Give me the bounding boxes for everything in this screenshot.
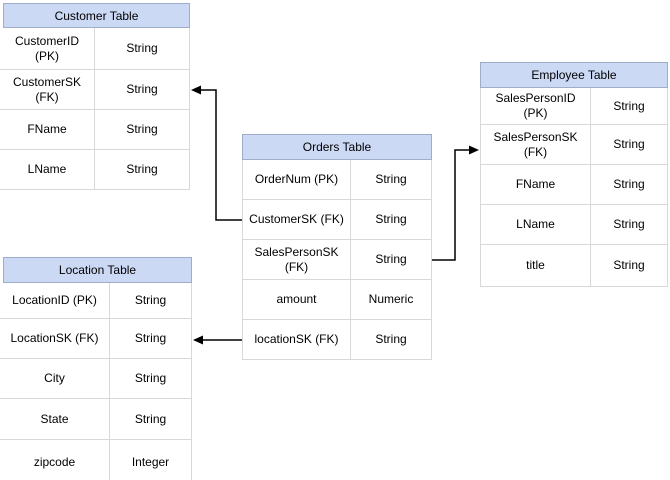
customer-table-title: Customer Table — [3, 3, 190, 28]
field-type: String — [613, 217, 645, 231]
field-name: CustomerID (PK) — [0, 28, 95, 69]
field-type: String — [126, 82, 158, 96]
arrow-orders-to-customer — [191, 85, 242, 221]
location-field-row: LocationID (PK) String — [0, 283, 191, 319]
field-type: String — [126, 162, 158, 176]
field-name: amount — [243, 280, 351, 319]
field-type: String — [613, 98, 645, 113]
employee-field-row: SalesPersonSK (FK) String — [481, 125, 667, 165]
location-field-row: LocationSK (FK) String — [0, 319, 191, 359]
field-name: City — [0, 359, 110, 398]
arrow-orders-to-employee — [432, 145, 479, 261]
field-name: OrderNum (PK) — [243, 160, 351, 199]
arrowhead-right-icon — [469, 145, 479, 155]
employee-field-row: SalesPersonID (PK) String — [481, 88, 667, 125]
orders-field-row: OrderNum (PK) String — [243, 160, 431, 200]
location-field-row: City String — [0, 359, 191, 399]
field-name: locationSK (FK) — [243, 320, 351, 359]
field-name: State — [0, 399, 110, 439]
customer-field-row: FName String — [0, 110, 189, 150]
orders-field-row: amount Numeric — [243, 280, 431, 320]
field-type: String — [375, 212, 407, 226]
employee-field-row: FName String — [481, 165, 667, 205]
field-type: String — [375, 332, 407, 346]
field-name: LName — [481, 205, 591, 244]
field-type: Numeric — [368, 292, 414, 306]
location-field-row: zipcode Integer — [0, 440, 191, 480]
field-type: String — [134, 371, 167, 385]
field-name: FName — [0, 110, 95, 149]
customer-field-row: CustomerSK (FK) String — [0, 70, 189, 110]
arrow-orders-to-location — [193, 335, 242, 345]
field-name: LName — [0, 150, 95, 189]
location-field-row: State String — [0, 399, 191, 440]
orders-field-row: SalesPersonSK (FK) String — [243, 240, 431, 280]
field-type: String — [613, 177, 645, 191]
field-name: SalesPersonSK (FK) — [243, 240, 351, 279]
field-type: String — [134, 411, 167, 426]
orders-field-row: CustomerSK (FK) String — [243, 200, 431, 240]
field-type: String — [375, 252, 407, 266]
field-name: CustomerSK (FK) — [243, 200, 351, 239]
field-name: title — [481, 245, 591, 286]
orders-table-title: Orders Table — [242, 134, 432, 160]
field-type: String — [613, 258, 645, 272]
field-name: zipcode — [0, 440, 110, 480]
field-type: String — [126, 122, 158, 136]
field-name: FName — [481, 165, 591, 204]
field-name: SalesPersonID (PK) — [481, 88, 591, 124]
field-name: SalesPersonSK (FK) — [481, 125, 591, 164]
orders-field-row: locationSK (FK) String — [243, 320, 431, 360]
customer-field-row: LName String — [0, 150, 189, 190]
arrowhead-left-icon — [193, 335, 203, 345]
location-table-title: Location Table — [3, 257, 192, 283]
employee-table-title: Employee Table — [480, 62, 668, 88]
field-type: Integer — [131, 454, 170, 469]
employee-field-row: LName String — [481, 205, 667, 245]
customer-field-row: CustomerID (PK) String — [0, 28, 189, 70]
arrowhead-left-icon — [191, 85, 201, 95]
employee-field-row: title String — [481, 245, 667, 287]
field-type: String — [126, 41, 158, 55]
field-name: LocationID (PK) — [0, 283, 110, 318]
field-name: LocationSK (FK) — [0, 319, 110, 358]
field-name: CustomerSK (FK) — [0, 70, 95, 109]
field-type: String — [375, 172, 407, 186]
field-type: String — [134, 293, 167, 307]
field-type: String — [134, 331, 167, 345]
field-type: String — [613, 137, 645, 151]
